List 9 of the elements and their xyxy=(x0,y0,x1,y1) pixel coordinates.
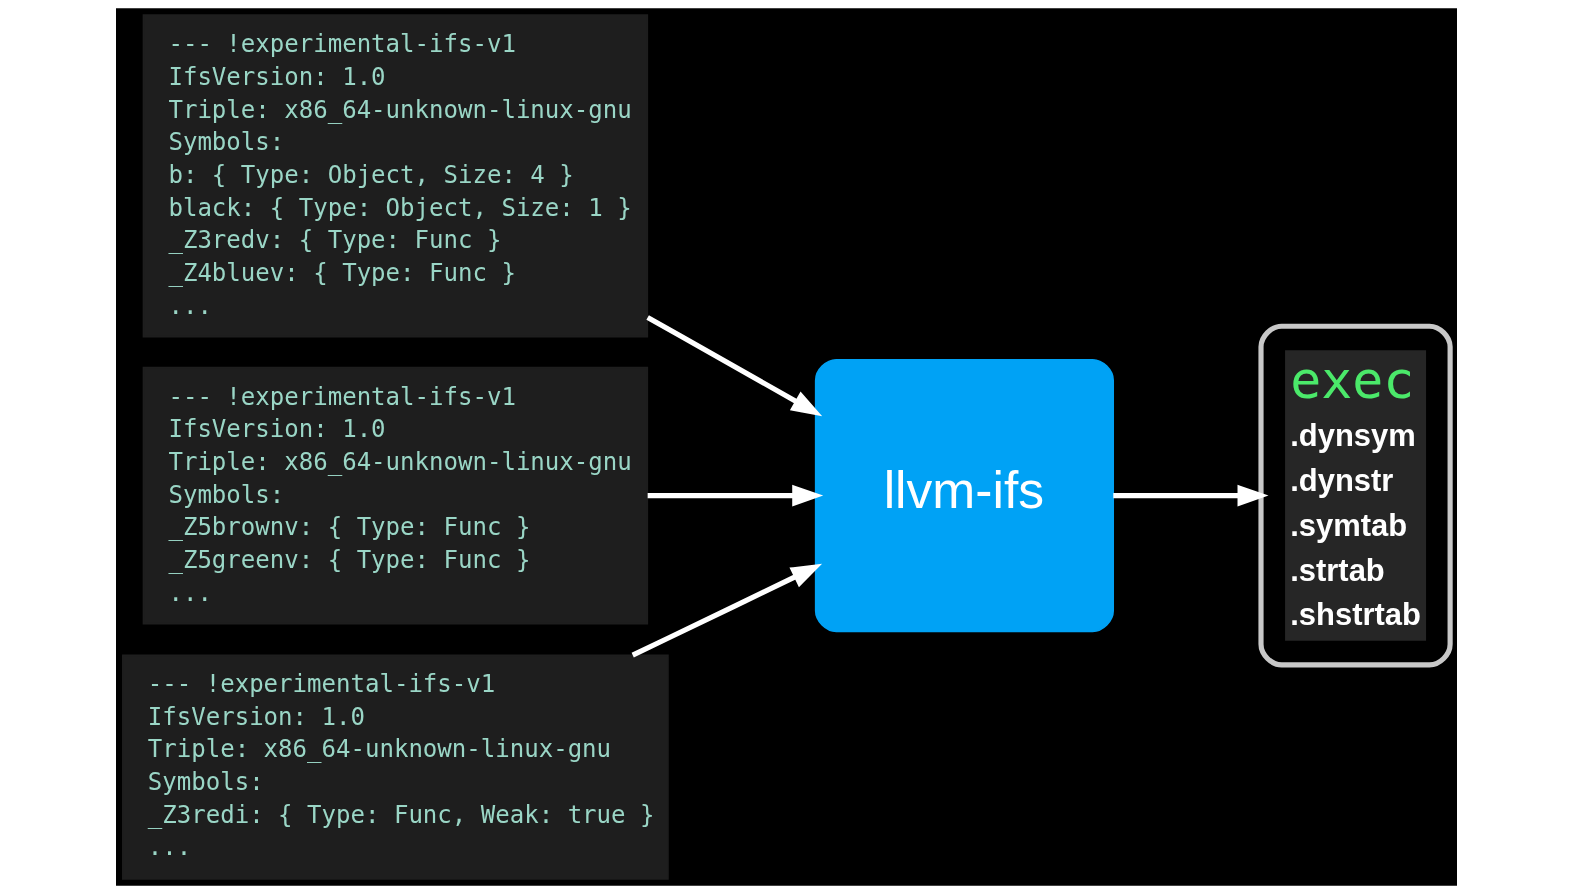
arrow xyxy=(647,484,823,507)
arrow xyxy=(645,315,822,417)
node-box: llvm-ifs xyxy=(814,358,1114,633)
arrow xyxy=(1112,484,1269,507)
node-box: --- !experimental-ifs-v1 IfsVersion: 1.0 Triple: x86_64-unknown-linux-gnu Symbols: _Z5brownv: { Type: Func } _Z5greenv: { Type: Func } ... xyxy=(142,366,648,625)
node-box: --- !experimental-ifs-v1 IfsVersion: 1.0 Triple: x86_64-unknown-linux-gnu Symbols: _Z3redi: { Type: Func, Weak: true } ... xyxy=(121,654,669,880)
arrow xyxy=(631,563,822,658)
node-box: --- !experimental-ifs-v1 IfsVersion: 1.0 Triple: x86_64-unknown-linux-gnu Symbols: b: { Type: Object, Size: 4 } black: { Type: Object, Size: 1 } _Z3redv: { Type: Func } _Z4bluev: { Type: Func } ... xyxy=(142,14,648,338)
node-box: exec .dynsym .dynstr .symtab .strtab .shstrtab xyxy=(1257,323,1453,668)
